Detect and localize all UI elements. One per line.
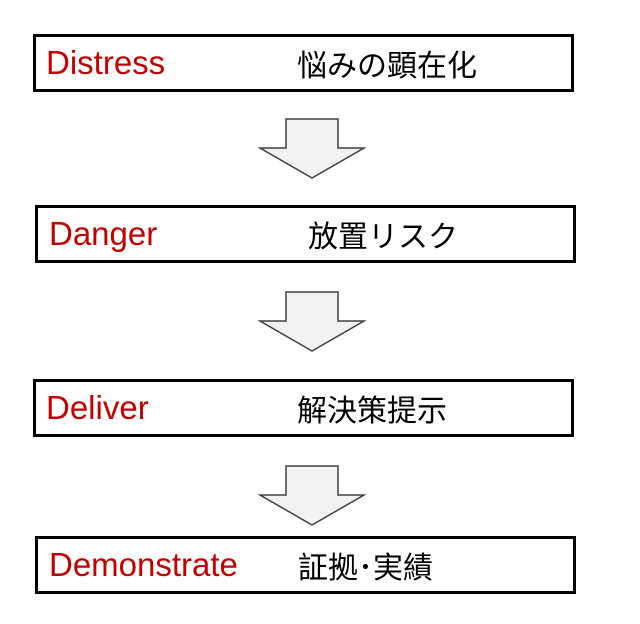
step-box-deliver: Deliver 解決策提示: [33, 379, 574, 437]
down-arrow-icon: [258, 465, 366, 526]
down-arrow-icon: [258, 118, 366, 179]
step-label-ja: 放置リスク: [308, 220, 458, 255]
step-box-danger: Danger 放置リスク: [35, 205, 576, 263]
step-label-en: Danger: [49, 215, 158, 252]
step-box-demonstrate: Demonstrate 証拠･実績: [35, 536, 576, 594]
down-arrow-icon: [258, 291, 366, 352]
step-box-distress: Distress 悩みの顕在化: [33, 34, 574, 92]
step-label-en: Demonstrate: [49, 546, 238, 583]
step-label-en: Deliver: [46, 389, 149, 426]
step-label-ja: 解決策提示: [297, 394, 447, 429]
step-label-ja: 証拠･実績: [298, 551, 433, 586]
step-label-en: Distress: [46, 44, 166, 81]
step-label-ja: 悩みの顕在化: [297, 49, 477, 84]
